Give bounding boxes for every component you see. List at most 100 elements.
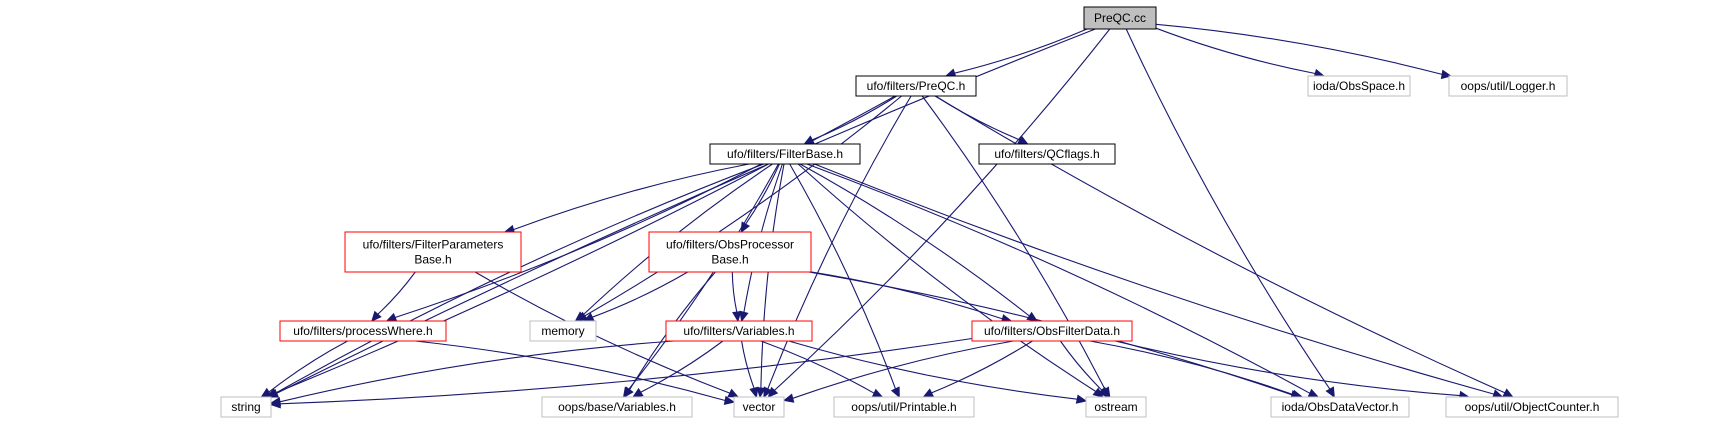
node-box [971,320,1133,342]
edge-precqc-to-obsdatavector [1125,28,1335,399]
node-box [709,143,861,165]
node-label: ufo/filters/PreQC.h [867,79,966,93]
node-label: oops/util/ObjectCounter.h [1465,400,1600,414]
node-label: ufo/filters/ObsFilterData.h [984,324,1120,338]
arrowhead [871,388,884,398]
node-box [529,320,597,342]
edge-opb-to-variables [731,271,742,323]
node-box [1445,396,1619,418]
arrowhead [632,387,644,398]
arrowhead [782,393,795,403]
node-vector: vector [733,396,785,418]
node-logger: oops/util/Logger.h [1448,75,1568,97]
node-ostream: ostream [1085,396,1147,418]
edge-processwhere-to-vector [415,340,736,406]
node-label: Base.h [414,253,451,267]
arrowhead [1017,135,1029,145]
arrowhead [732,311,742,323]
node-processwhere[interactable]: ufo/filters/processWhere.h [279,320,447,342]
node-variables[interactable]: ufo/filters/Variables.h [665,320,813,342]
edge-fpb-to-vector [474,271,740,398]
node-box [1270,396,1410,418]
node-label: memory [541,324,584,338]
edge-filterbase-to-objectcounter [814,163,1504,399]
node-basevars: oops/base/Variables.h [541,396,693,418]
arrowhead [260,387,272,398]
arrowhead [385,312,398,322]
edge-filterbase-to-processwhere [385,163,762,322]
arrowhead [1502,388,1514,398]
node-label: ostream [1094,400,1137,414]
node-label: ufo/filters/ObsProcessor [666,238,794,252]
arrowhead [749,386,759,399]
node-box [344,231,522,273]
arrowhead [1307,388,1320,398]
node-precqc[interactable]: PreQC.cc [1083,6,1157,30]
node-label: oops/base/Variables.h [558,400,676,414]
node-box [978,143,1116,165]
edge-filterbase-to-fpb [503,163,750,235]
node-label: ufo/filters/Variables.h [683,324,794,338]
edge-variables-to-vector [741,340,759,399]
arrowhead [269,398,281,409]
node-obsdatavector: ioda/ObsDataVector.h [1270,396,1410,418]
node-box [648,231,812,273]
arrowhead [574,311,586,322]
node-box [1085,396,1147,418]
node-label: vector [743,400,776,414]
arrowhead [727,388,740,398]
arrowhead [623,386,634,398]
edge-fpb-to-processwhere [371,271,416,322]
node-prechh[interactable]: ufo/filters/PreQC.h [855,75,977,97]
node-box [833,396,975,418]
arrowhead [1075,394,1088,404]
node-label: ufo/filters/FilterParameters [363,238,504,252]
node-printable: oops/util/Printable.h [833,396,975,418]
edge-prechh-to-ostream [921,95,1111,399]
node-obsfilterdata[interactable]: ufo/filters/ObsFilterData.h [971,320,1133,342]
edge-filterbase-to-obsdatavector [806,163,1320,398]
edge-filterbase-to-opb [740,163,780,234]
arrowhead [739,310,749,323]
edge-precqc-to-obsspace [1155,27,1326,79]
node-label: string [231,400,260,414]
arrowhead [890,386,900,399]
edge-obsfilterdata-to-vector [782,340,1014,403]
edge-filterbase-to-ostream [797,163,1104,398]
node-memory: memory [529,320,597,342]
arrowhead [922,388,935,398]
node-label: oops/util/Printable.h [851,400,956,414]
node-label: ufo/filters/QCflags.h [994,147,1099,161]
edge-precqc-to-prechh [944,28,1088,78]
arrowhead [1097,386,1109,398]
edge-opb-to-memory [582,271,688,322]
node-label: PreQC.cc [1094,11,1146,25]
edge-filterbase-to-vector [756,163,785,399]
node-label: ioda/ObsSpace.h [1313,79,1405,93]
edge-obsfilterdata-to-string [269,337,973,409]
node-box [733,396,785,418]
arrowhead [756,387,766,399]
edge-processwhere-to-string [260,340,348,398]
arrowhead [1325,386,1335,399]
edge-obsfilterdata-to-obsdatavector [1089,340,1304,400]
node-box [1448,75,1568,97]
node-box [855,75,977,97]
edge-prechh-to-vector [763,95,912,399]
node-box [665,320,813,342]
edge-prechh-to-qcflags [935,95,1029,145]
edge-obsfilterdata-to-objectcounter [1115,340,1471,401]
node-box [279,320,447,342]
edge-obsfilterdata-to-printable [922,340,1033,398]
edge-variables-to-basevars [632,340,724,398]
node-box [1307,75,1411,97]
node-filterbase[interactable]: ufo/filters/FilterBase.h [709,143,861,165]
node-box [1083,6,1157,30]
node-qcflags[interactable]: ufo/filters/QCflags.h [978,143,1116,165]
node-string: string [220,396,272,418]
edge-obsfilterdata-to-ostream [1059,340,1109,398]
node-label: ufo/filters/processWhere.h [293,324,432,338]
node-layer: PreQC.cc ufo/filters/PreQC.h ioda/ObsSpace… [220,6,1619,418]
